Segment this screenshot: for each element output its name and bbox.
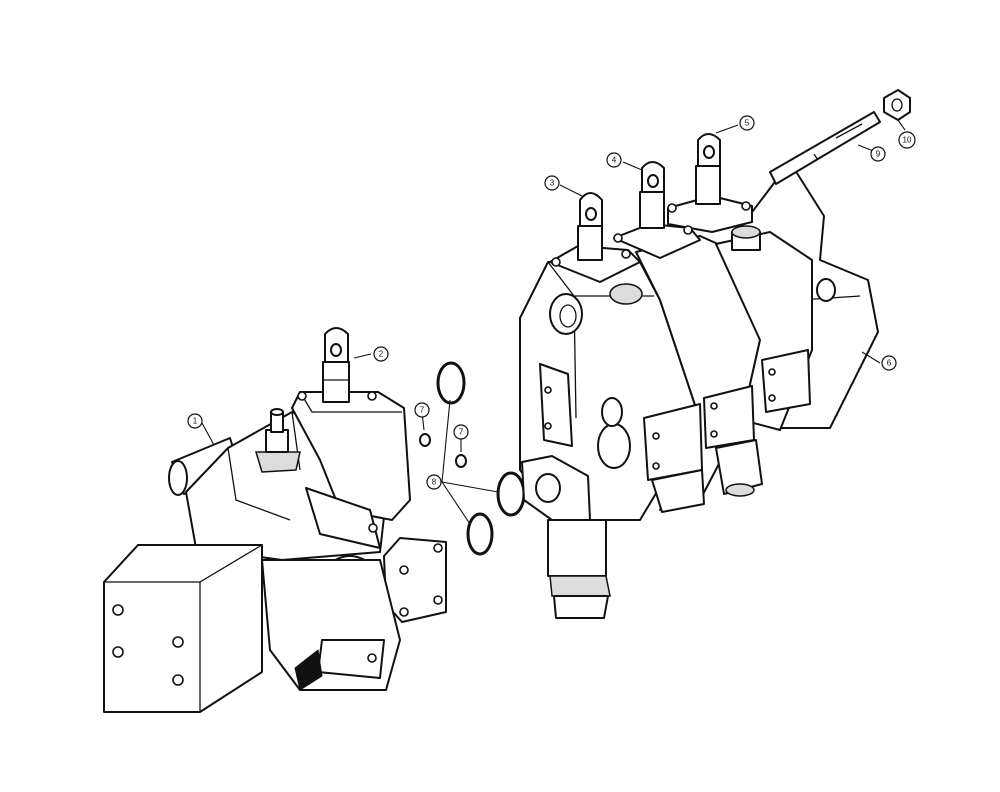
callout-label: 3 (550, 179, 555, 188)
spool-stem-4 (639, 161, 665, 229)
o-ring-small-2 (455, 454, 467, 468)
right-valve-assembly (519, 89, 911, 619)
o-ring-large-2 (496, 471, 526, 517)
o-ring-small-1 (419, 433, 431, 447)
callout-label: 1 (193, 417, 198, 426)
relief-fitting (254, 408, 301, 473)
callout-label: 7 (459, 428, 464, 437)
callout-9: 9 (870, 146, 886, 162)
top-plug-1 (609, 283, 643, 305)
o-ring-large-3 (466, 512, 494, 556)
callout-label: 6 (887, 359, 892, 368)
callout-6: 6 (881, 355, 897, 371)
callout-3: 3 (544, 175, 560, 191)
callout-label: 5 (745, 119, 750, 128)
bottom-spool-extension (547, 519, 611, 619)
callout-2: 2 (373, 346, 389, 362)
left-valve-assembly (103, 327, 447, 713)
spool-stem-5 (695, 133, 721, 205)
spool-stem-3 (577, 192, 603, 261)
spool-stem-left (322, 327, 350, 403)
tie-rod-nut (883, 89, 911, 121)
callout-label: 7 (420, 406, 425, 415)
o-ring-large-1 (436, 361, 466, 405)
callout-1: 1 (187, 413, 203, 429)
callout-label: 2 (379, 350, 384, 359)
callout-label: 10 (903, 136, 912, 145)
callout-label: 8 (432, 478, 437, 487)
callout-label: 9 (876, 150, 881, 159)
end-cover-block (103, 544, 263, 713)
callout-10: 10 (898, 131, 916, 149)
callout-7a: 7 (414, 402, 430, 418)
callout-5: 5 (739, 115, 755, 131)
tie-rod (769, 111, 881, 185)
callout-8: 8 (426, 474, 442, 490)
o-ring-set (419, 361, 526, 556)
callout-7b: 7 (453, 424, 469, 440)
callout-4: 4 (606, 152, 622, 168)
callout-label: 4 (612, 156, 617, 165)
